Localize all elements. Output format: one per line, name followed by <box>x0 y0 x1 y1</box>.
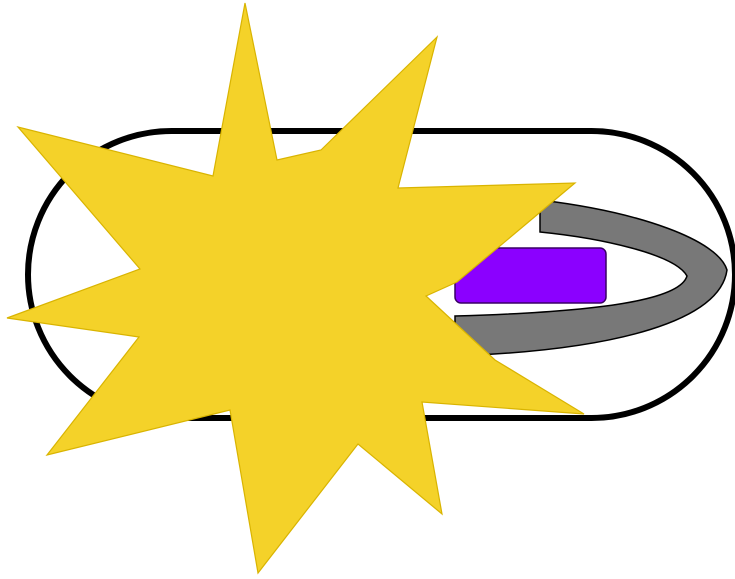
diagram-svg <box>0 0 735 579</box>
diagram-canvas <box>0 0 735 579</box>
